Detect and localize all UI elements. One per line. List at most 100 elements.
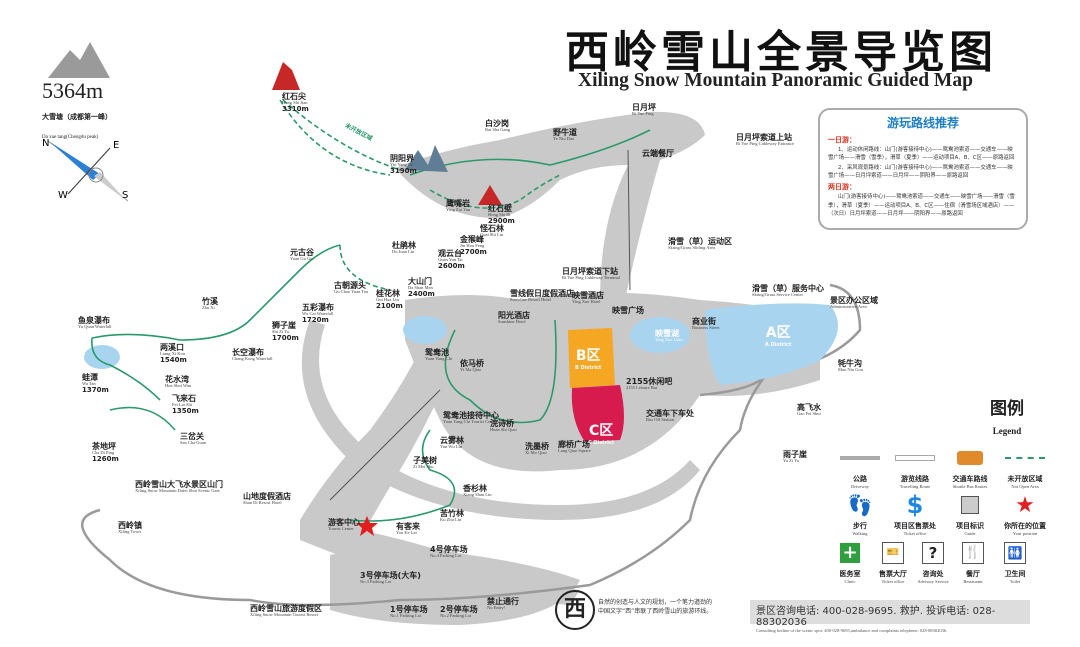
xi-logo: 西: [555, 590, 595, 630]
hotline-text-english: Consulting hotline of the scenic spot: 4…: [756, 628, 948, 633]
fork-knife-icon: 🍴: [962, 542, 984, 564]
two-day-heading: 两日游：: [828, 183, 856, 192]
toilet-icon: 🚻: [1004, 542, 1026, 564]
place-label[interactable]: 3号停车场(大车)No.3 Parking Lot: [360, 571, 421, 585]
trail-falls: [109, 406, 176, 431]
red-peak-icon: [272, 62, 300, 90]
star-icon: ★: [1015, 492, 1035, 518]
upper-plateau-area: [395, 111, 705, 300]
sign-icon: [961, 496, 979, 514]
peak-height: 5364m: [42, 78, 104, 103]
route-recommendation-box: 游玩路线推荐 一日游： 1、运动休闲路线：山门(游客接待中心)——鸳鸯池索道——…: [818, 108, 1028, 230]
place-label[interactable]: 映雪广场: [612, 306, 644, 315]
peak-name: 大雪塘（成都第一峰）: [42, 113, 112, 121]
parking-area: [330, 547, 580, 625]
routes-title: 游玩路线推荐: [886, 116, 959, 130]
peak-elevation-info: 5364m 大雪塘（成都第一峰） Da xue tang(Chengdu pea…: [42, 78, 112, 142]
hotline-bar: 景区咨询电话: 400-028-9695. 救护. 投诉电话: 028-8830…: [750, 600, 1030, 633]
compass-n: N: [42, 138, 49, 149]
compass-icon: N E W S: [42, 138, 128, 202]
one-day-route-1: 1、运动休闲路线：山门(游客接待中心)——鸳鸯池索道——交通车——映雪广场——滑…: [828, 147, 1015, 162]
question-icon: ?: [922, 542, 944, 564]
ticket-icon: 🎫: [882, 542, 904, 564]
snow-peak-icon: [48, 42, 110, 78]
trail-left: [91, 244, 341, 401]
place-label[interactable]: 云端餐厅: [642, 149, 674, 158]
peak-name-english: Da xue tang(Chengdu peak): [42, 135, 99, 140]
compass-s: S: [122, 190, 128, 201]
two-day-route: 山门(游客接待中心)——鸳鸯池索道——交通车——映雪广场——滑雪（雪季），滑草（…: [828, 194, 1015, 217]
snow-peak-icon: [405, 145, 448, 172]
